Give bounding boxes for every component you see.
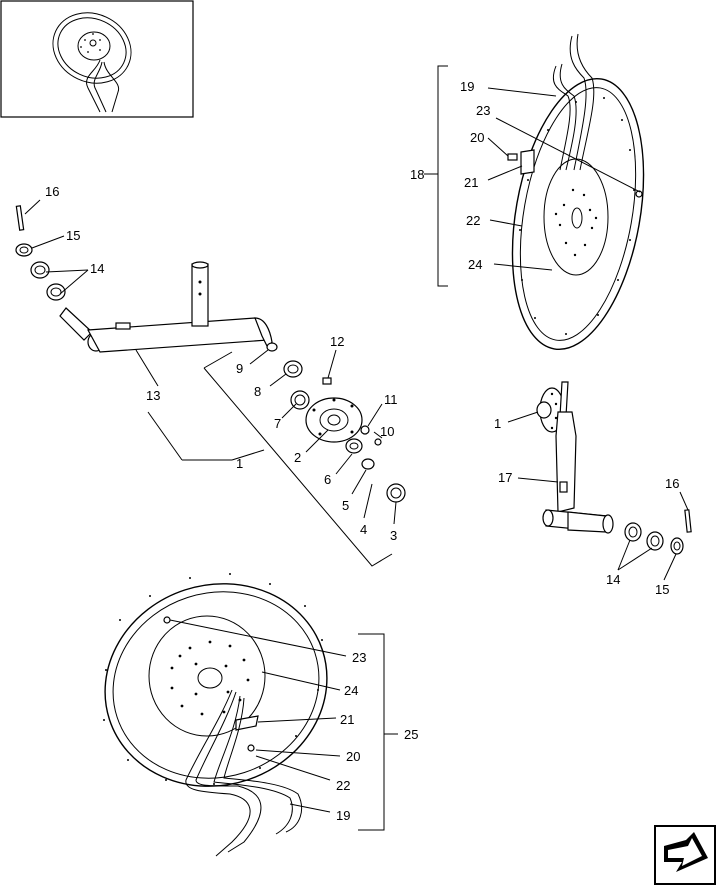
callout-14: 14 xyxy=(90,261,104,276)
callout-13: 13 xyxy=(146,388,160,403)
callout-14-right: 14 xyxy=(606,572,620,587)
callout-1: 1 xyxy=(236,456,243,471)
callout-18: 18 xyxy=(410,167,424,182)
callout-16: 16 xyxy=(45,184,59,199)
callout-6: 6 xyxy=(324,472,331,487)
callout-23-bottom: 23 xyxy=(352,650,366,665)
callout-24: 24 xyxy=(468,257,482,272)
callout-20-bottom: 20 xyxy=(346,749,360,764)
callout-19: 19 xyxy=(460,79,474,94)
callout-11: 11 xyxy=(384,392,398,407)
callout-23: 23 xyxy=(476,103,490,118)
leader-lines xyxy=(24,87,689,813)
callout-labels: 16 15 14 13 1 9 8 7 12 2 11 10 6 5 4 3 1… xyxy=(45,79,679,823)
callout-8: 8 xyxy=(254,384,261,399)
wheel-assembly-top xyxy=(437,33,645,351)
callout-1-right: 1 xyxy=(494,416,501,431)
callout-5: 5 xyxy=(342,498,349,513)
wheel-thumbnail-icon xyxy=(0,0,194,118)
callout-15-right: 15 xyxy=(655,582,669,597)
callout-25: 25 xyxy=(404,727,418,742)
callout-2: 2 xyxy=(294,450,301,465)
callout-3: 3 xyxy=(390,528,397,543)
callout-16-right: 16 xyxy=(665,476,679,491)
callout-22: 22 xyxy=(466,213,480,228)
callout-19-bottom: 19 xyxy=(336,808,350,823)
hub-arm-assembly xyxy=(536,381,692,555)
callout-21-bottom: 21 xyxy=(340,712,354,727)
callout-7: 7 xyxy=(274,416,281,431)
callout-4: 4 xyxy=(360,522,367,537)
callout-21: 21 xyxy=(464,175,478,190)
callout-12: 12 xyxy=(330,334,344,349)
axle-assembly xyxy=(15,205,406,567)
callout-20: 20 xyxy=(470,130,484,145)
wheel-assembly-bottom xyxy=(103,573,385,857)
callout-10: 10 xyxy=(380,424,394,439)
callout-24-bottom: 24 xyxy=(344,683,358,698)
callout-15: 15 xyxy=(66,228,80,243)
callout-17: 17 xyxy=(498,470,512,485)
callout-22-bottom: 22 xyxy=(336,778,350,793)
next-page-arrow-icon[interactable] xyxy=(654,825,716,885)
callout-9: 9 xyxy=(236,361,243,376)
